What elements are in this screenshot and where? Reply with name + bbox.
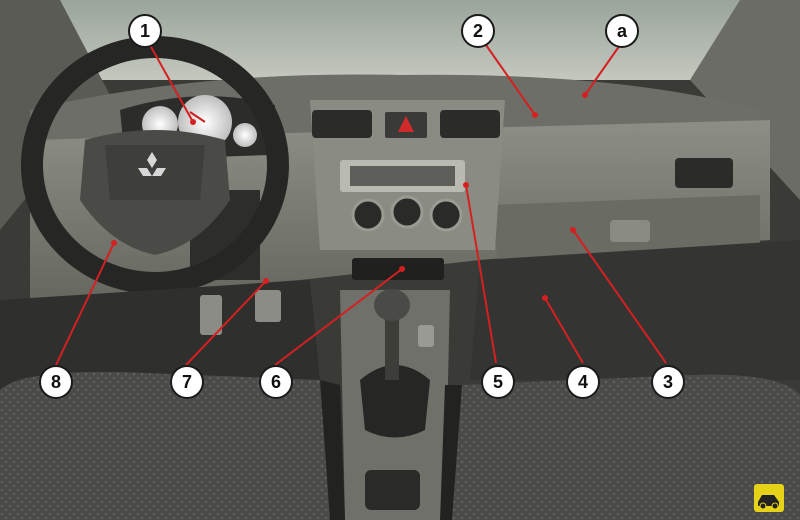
clutch-pedal xyxy=(200,295,222,335)
fuel-gauge xyxy=(233,123,257,147)
leader-line-1 xyxy=(149,44,194,123)
passenger-seat xyxy=(448,374,800,520)
tunnel-switch xyxy=(418,325,434,347)
callout-3: 3 xyxy=(651,365,685,399)
center-vent-right xyxy=(440,110,500,138)
leader-line-a xyxy=(584,44,621,96)
callout-8: 8 xyxy=(39,365,73,399)
fan-speed-knob xyxy=(390,195,424,229)
driver-seat-side xyxy=(320,380,345,520)
lower-storage-pocket xyxy=(352,258,444,280)
speedometer-needle xyxy=(189,111,206,123)
callout-6: 6 xyxy=(259,365,293,399)
callout-2: 2 xyxy=(461,14,495,48)
leader-lines xyxy=(55,44,667,366)
leader-line-3 xyxy=(572,229,667,364)
center-vent-left xyxy=(312,110,372,138)
cupholder-area xyxy=(365,470,420,510)
passenger-seat-side xyxy=(440,385,462,520)
leader-line-8 xyxy=(55,242,115,366)
hazard-icon xyxy=(398,116,414,132)
leader-line-7 xyxy=(185,280,267,366)
callout-1: 1 xyxy=(128,14,162,48)
driver-footwell xyxy=(0,280,320,400)
three-diamond-logo-icon xyxy=(138,152,166,176)
leader-line-2 xyxy=(485,44,536,116)
gear-lever-shaft xyxy=(385,310,399,380)
gear-knob xyxy=(374,289,410,321)
callout-5: 5 xyxy=(481,365,515,399)
leader-endpoints xyxy=(111,92,588,301)
steering-wheel-rim xyxy=(21,36,289,294)
callout-4: 4 xyxy=(566,365,600,399)
right-a-pillar xyxy=(690,0,800,200)
radio-display xyxy=(350,166,455,186)
leader-line-4 xyxy=(544,297,584,364)
temperature-knob xyxy=(351,198,385,232)
passenger-footwell xyxy=(470,240,800,380)
air-direction-knob xyxy=(429,198,463,232)
car-icon xyxy=(754,484,784,512)
driver-seat xyxy=(0,371,332,520)
callout-a: a xyxy=(605,14,639,48)
leader-line-5 xyxy=(465,184,497,364)
callout-7: 7 xyxy=(170,365,204,399)
gear-lever-boot xyxy=(360,365,430,438)
brake-pedal xyxy=(255,290,281,322)
leader-line-6 xyxy=(274,268,403,366)
glovebox-handle xyxy=(610,220,650,242)
right-side-vent xyxy=(675,158,733,188)
